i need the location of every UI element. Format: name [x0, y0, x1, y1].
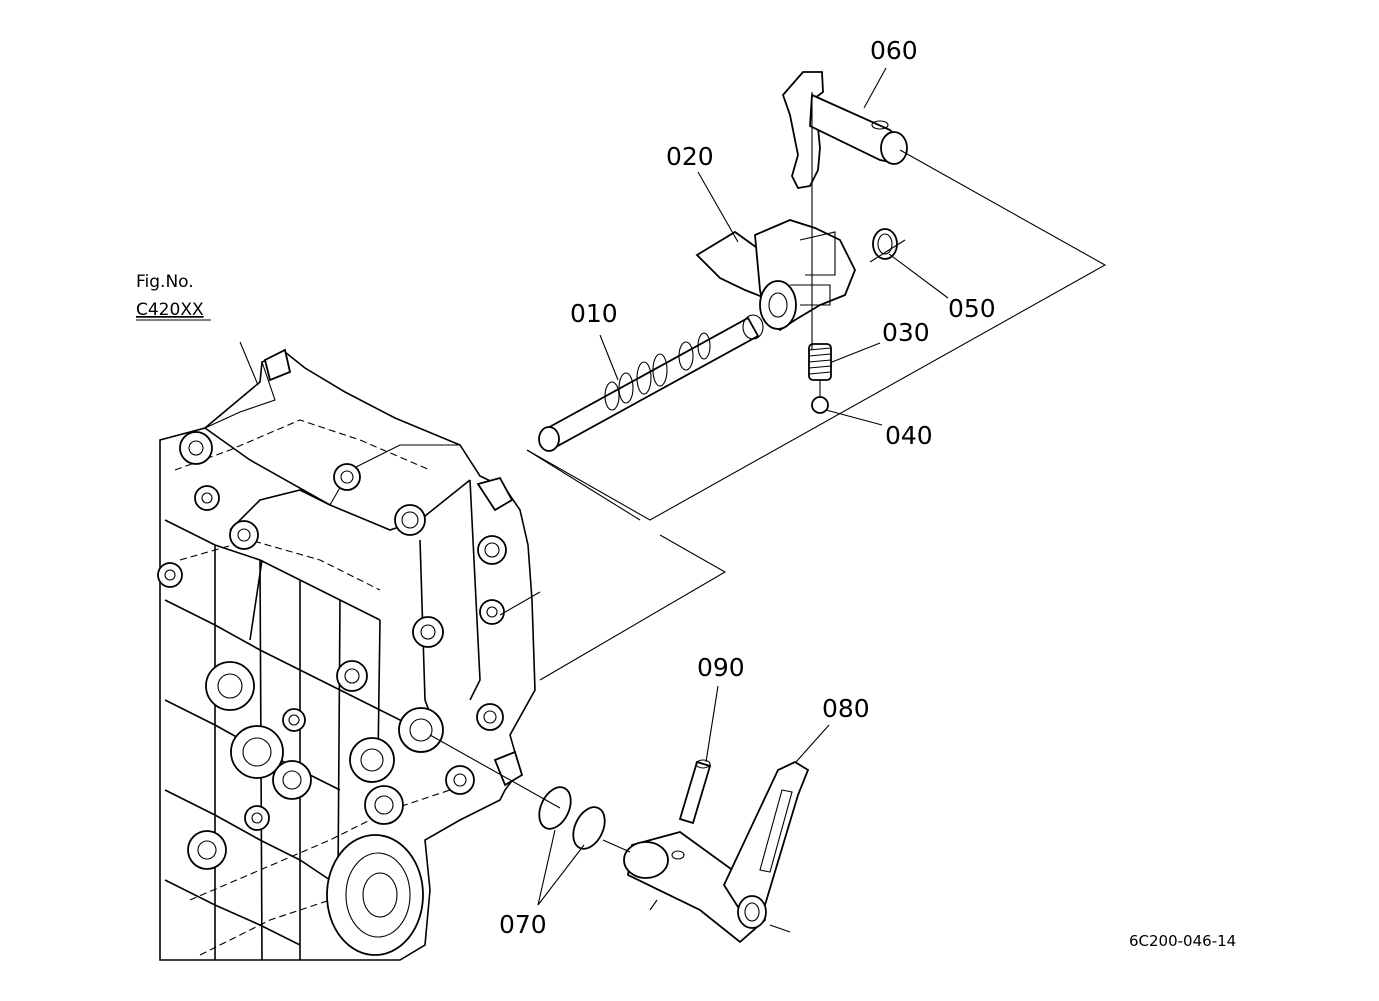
detent-ball-040 [811, 396, 829, 414]
o-rings-070 [538, 786, 606, 850]
detent-spring-030 [808, 343, 832, 381]
callout-010: 010 [570, 299, 618, 328]
drawing-code: 6C200-046-14 [1129, 932, 1236, 950]
shift-fork-020 [695, 219, 856, 332]
assembly-lines [429, 92, 1107, 933]
callout-070: 070 [499, 910, 547, 939]
callout-050: 050 [948, 294, 996, 323]
callout-020: 020 [666, 142, 714, 171]
figure-label: Fig.No. [136, 272, 194, 292]
figure-reference: Fig.No. C420XX [136, 272, 211, 321]
leader-lines [239, 67, 949, 906]
callout-080: 080 [822, 694, 870, 723]
callout-040: 040 [885, 421, 933, 450]
spring-pin-090 [678, 759, 712, 825]
callout-030: 030 [882, 318, 930, 347]
callout-090: 090 [697, 653, 745, 682]
shift-arm-060 [781, 71, 908, 189]
transmission-case [157, 348, 536, 961]
callout-060: 060 [870, 36, 918, 65]
shift-lever-080 [623, 760, 810, 944]
shift-shaft-010 [538, 314, 764, 452]
figure-code: C420XX [136, 300, 204, 320]
callout-labels: 010 020 030 040 050 060 070 080 090 [499, 36, 996, 939]
circlip-050 [872, 228, 898, 260]
